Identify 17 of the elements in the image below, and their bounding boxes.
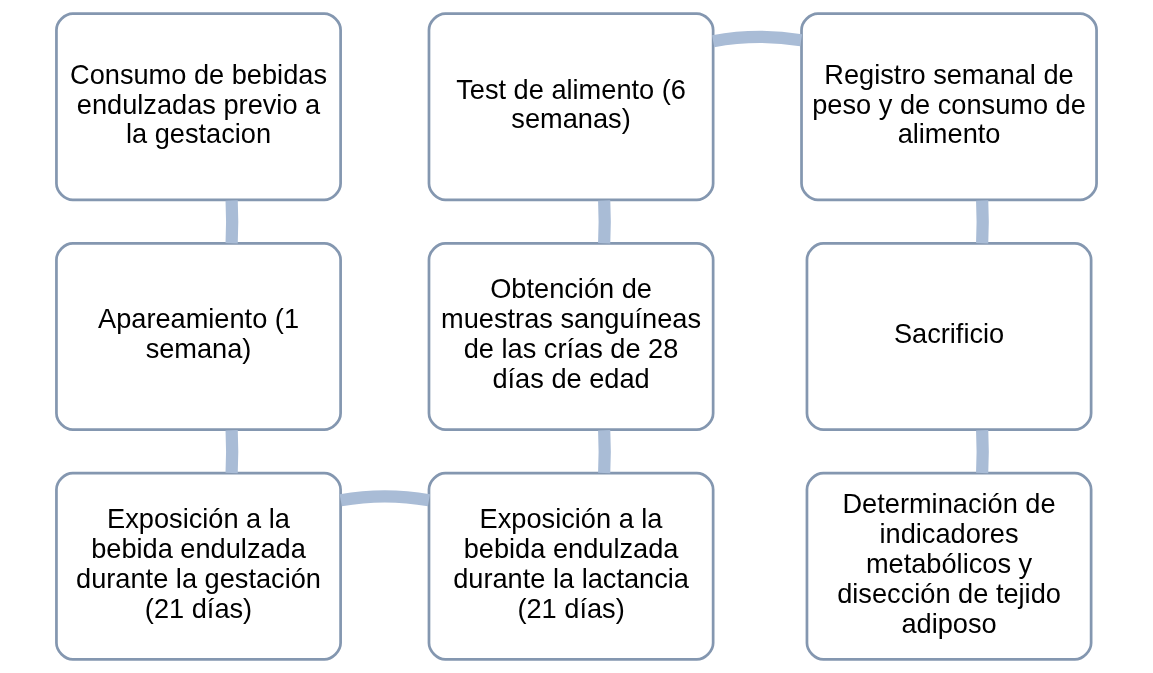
node-box: Exposición a la bebida endulzada durante la lactancia (21 días) (427, 471, 715, 661)
connector (976, 200, 989, 244)
node-box: Apareamiento (1 semana) (55, 242, 342, 431)
connector (225, 200, 239, 244)
connector (598, 429, 611, 474)
node-box: Registro semanal de peso y de consumo de alimento (800, 12, 1098, 202)
connector (225, 429, 239, 474)
connector (598, 200, 611, 244)
connector (712, 30, 803, 48)
node-box: Consumo de bebidas endulzadas previo a la gestacion (55, 12, 342, 202)
node-box: Test de alimento (6 semanas) (427, 12, 715, 202)
node-box: Determinación de indicadores metabólicos y disección de tejido adiposo (805, 471, 1093, 661)
node-box: Exposición a la bebida endulzada durante la gestación (21 días) (55, 471, 342, 661)
connector (339, 490, 430, 507)
connector (976, 429, 989, 474)
node-box: Sacrificio (805, 242, 1093, 431)
node-box: Obtención de muestras sanguíneas de las crías de 28 días de edad (427, 242, 715, 431)
